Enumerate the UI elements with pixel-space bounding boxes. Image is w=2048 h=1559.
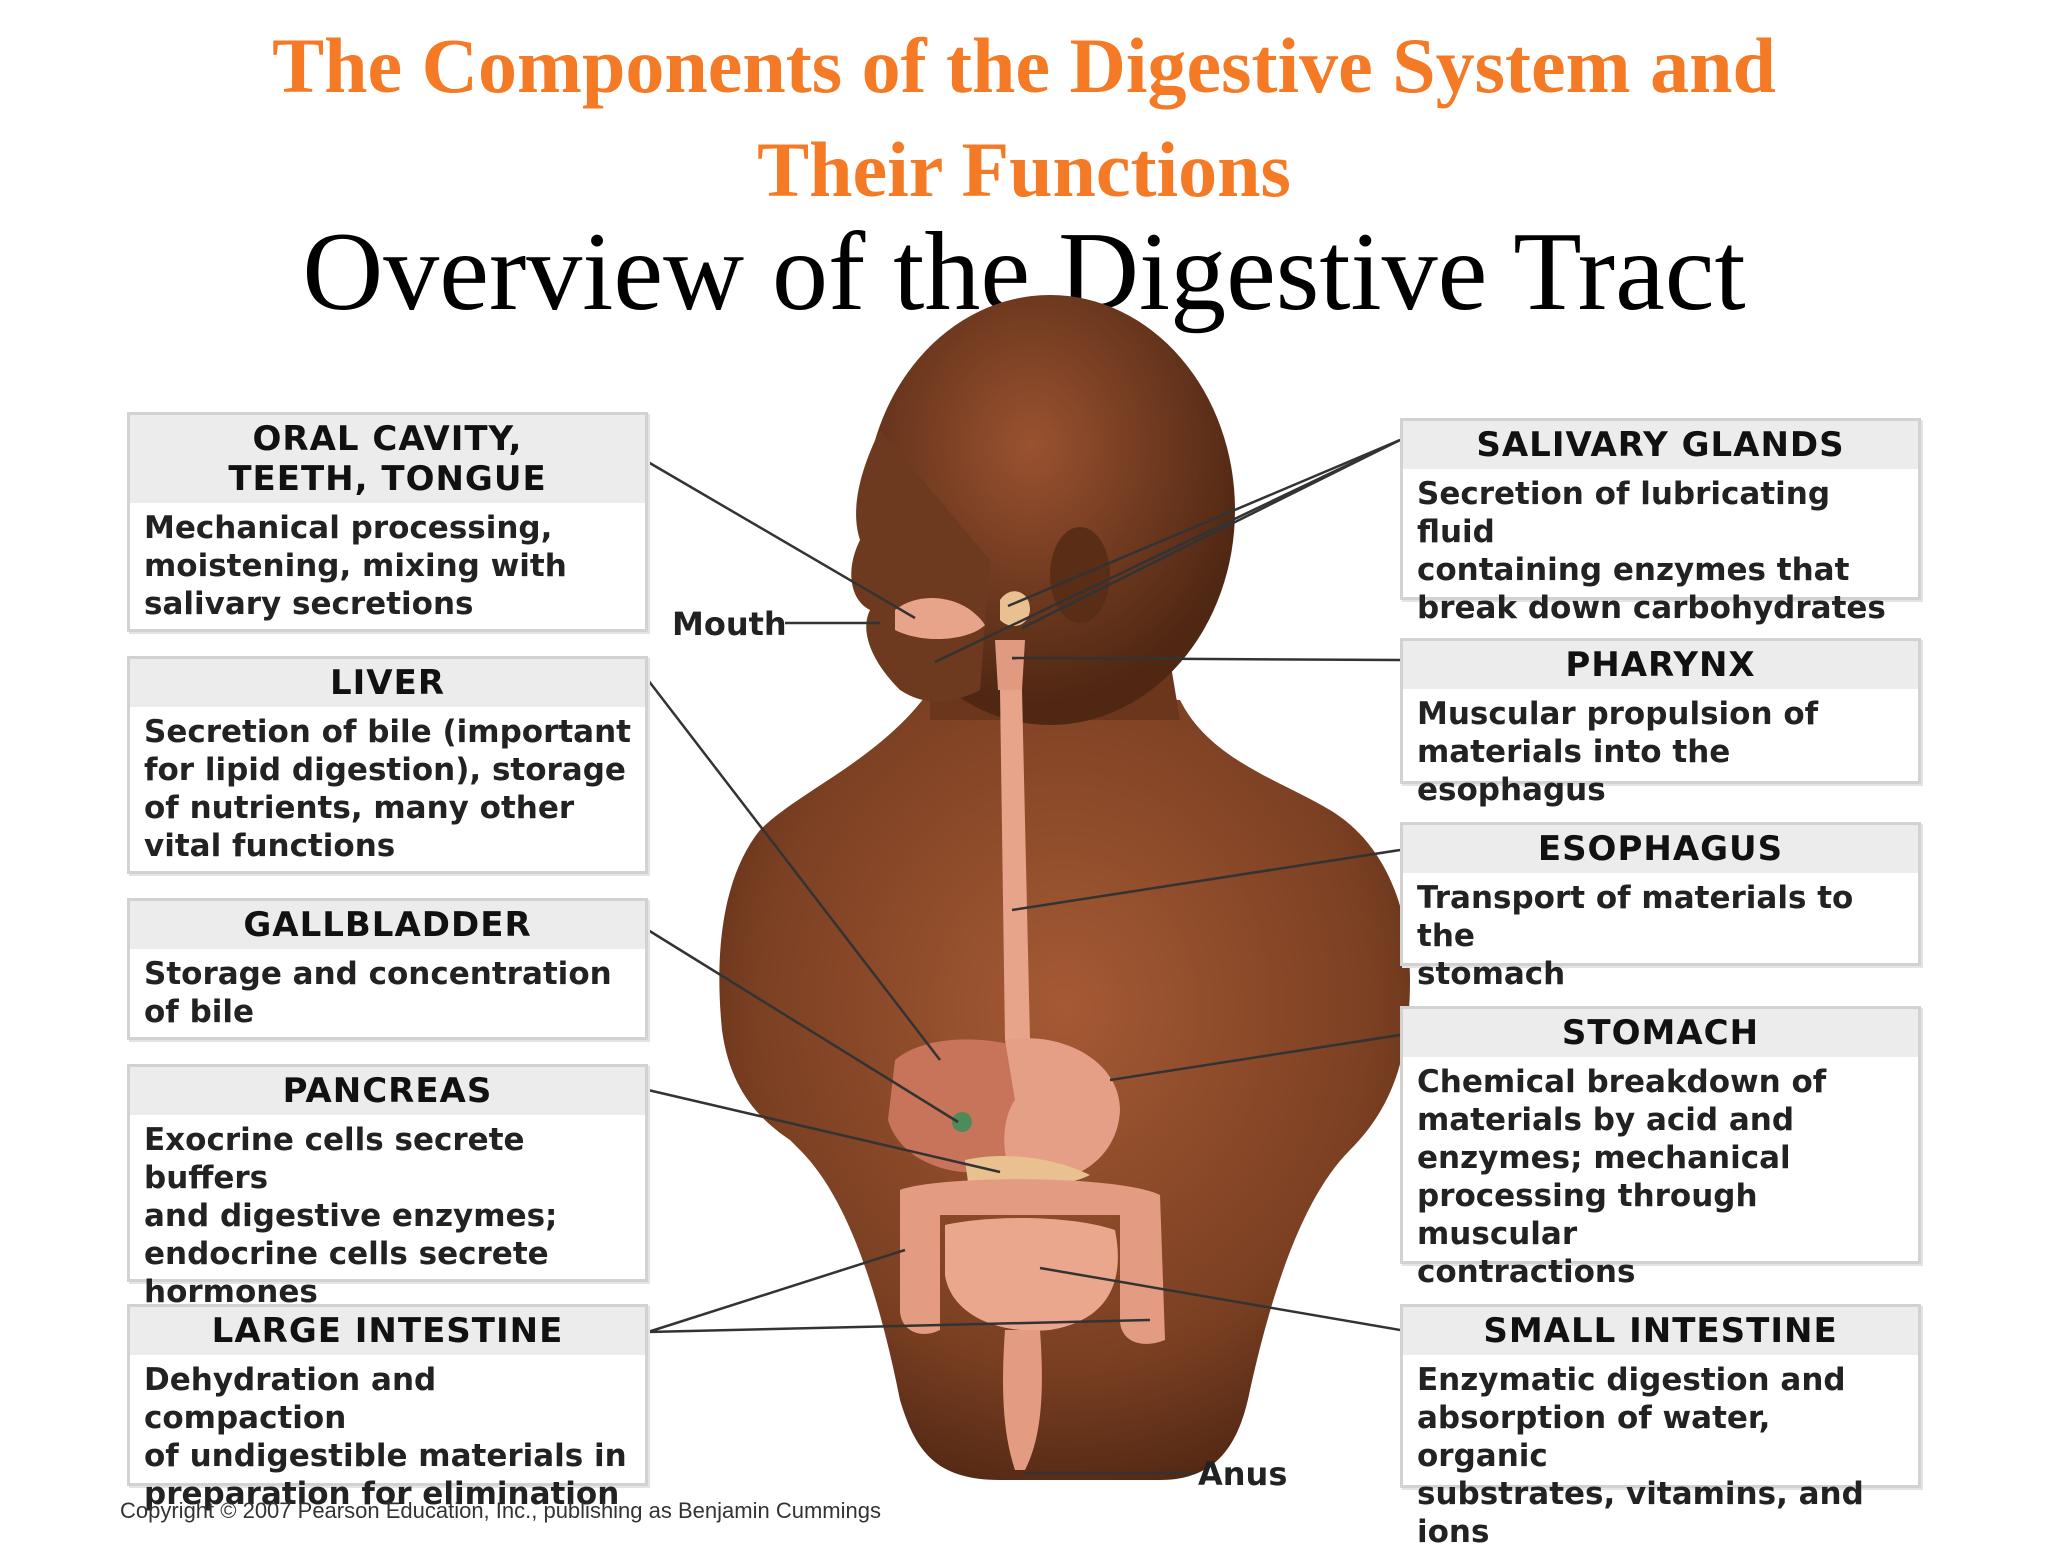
box-oral-cavity-title: ORAL CAVITY, TEETH, TONGUE <box>130 415 645 503</box>
large-intestine-organ <box>900 1179 1165 1344</box>
leader-liver <box>647 679 941 1061</box>
pharynx-organ <box>995 640 1025 690</box>
tongue-organ <box>895 598 985 640</box>
esophagus-organ <box>1000 690 1030 1040</box>
box-stomach-title: STOMACH <box>1403 1009 1918 1057</box>
box-oral-cavity: ORAL CAVITY, TEETH, TONGUE Mechanical pr… <box>127 412 648 632</box>
box-large-intestine-description: Dehydration and compaction of undigestib… <box>144 1362 627 1512</box>
slide-title-line-1: The Components of the Digestive System a… <box>272 22 1776 109</box>
leader-salivary-1 <box>1007 438 1401 608</box>
box-salivary-glands: SALIVARY GLANDS Secretion of lubricating… <box>1400 418 1921 626</box>
box-liver: LIVER Secretion of bile (important for l… <box>127 656 648 874</box>
leader-gallbladder <box>647 928 959 1124</box>
box-pharynx: PHARYNX Muscular propulsion of materials… <box>1400 638 1921 808</box>
box-stomach-description: Chemical breakdown of materials by acid … <box>1417 1064 1827 1290</box>
box-pharynx-title: PHARYNX <box>1403 641 1918 689</box>
box-gallbladder-description: Storage and concentration of bile <box>144 956 612 1030</box>
box-small-intestine: SMALL INTESTINE Enzymatic digestion and … <box>1400 1304 1921 1550</box>
mouth-label: Mouth <box>672 605 787 643</box>
box-esophagus-description: Transport of materials to the stomach <box>1417 880 1854 992</box>
box-stomach: STOMACH Chemical breakdown of materials … <box>1400 1006 1921 1290</box>
box-gallbladder: GALLBLADDER Storage and concentration of… <box>127 898 648 1040</box>
box-large-intestine-title: LARGE INTESTINE <box>130 1307 645 1355</box>
leader-large-intestine-2 <box>647 1318 1151 1334</box>
box-esophagus-title: ESOPHAGUS <box>1403 825 1918 873</box>
box-small-intestine-description: Enzymatic digestion and absorption of wa… <box>1417 1362 1864 1550</box>
small-intestine-organ <box>945 1218 1118 1331</box>
box-oral-cavity-description: Mechanical processing, moistening, mixin… <box>144 510 567 622</box>
slide-title-line-2: Their Functions <box>757 126 1291 213</box>
box-gallbladder-title: GALLBLADDER <box>130 901 645 949</box>
box-pharynx-description: Muscular propulsion of materials into th… <box>1417 696 1819 808</box>
box-large-intestine: LARGE INTESTINE Dehydration and compacti… <box>127 1304 648 1512</box>
leader-small-intestine <box>1039 1266 1401 1332</box>
box-salivary-glands-title: SALIVARY GLANDS <box>1403 421 1918 469</box>
leader-pharynx <box>1011 656 1401 662</box>
gallbladder-organ <box>952 1112 972 1132</box>
box-pancreas: PANCREAS Exocrine cells secrete buffers … <box>127 1064 648 1310</box>
box-liver-description: Secretion of bile (important for lipid d… <box>144 714 631 864</box>
box-liver-title: LIVER <box>130 659 645 707</box>
anus-label: Anus <box>1198 1455 1288 1493</box>
copyright-notice: Copyright © 2007 Pearson Education, Inc.… <box>120 1498 881 1523</box>
leader-large-intestine-1 <box>647 1248 906 1334</box>
leader-esophagus <box>1011 848 1401 912</box>
salivary-gland-organ <box>1000 591 1030 626</box>
box-esophagus: ESOPHAGUS Transport of materials to the … <box>1400 822 1921 992</box>
leader-oral-cavity <box>647 460 916 620</box>
box-pancreas-description: Exocrine cells secrete buffers and diges… <box>144 1122 558 1310</box>
box-pancreas-title: PANCREAS <box>130 1067 645 1115</box>
box-small-intestine-title: SMALL INTESTINE <box>1403 1307 1918 1355</box>
leader-salivary-3 <box>934 438 1401 664</box>
stomach-organ <box>1004 1038 1120 1182</box>
leader-stomach <box>1109 1033 1401 1082</box>
box-salivary-glands-description: Secretion of lubricating fluid containin… <box>1417 476 1886 626</box>
leader-pancreas <box>647 1088 1001 1174</box>
rectum-organ <box>1003 1330 1042 1470</box>
